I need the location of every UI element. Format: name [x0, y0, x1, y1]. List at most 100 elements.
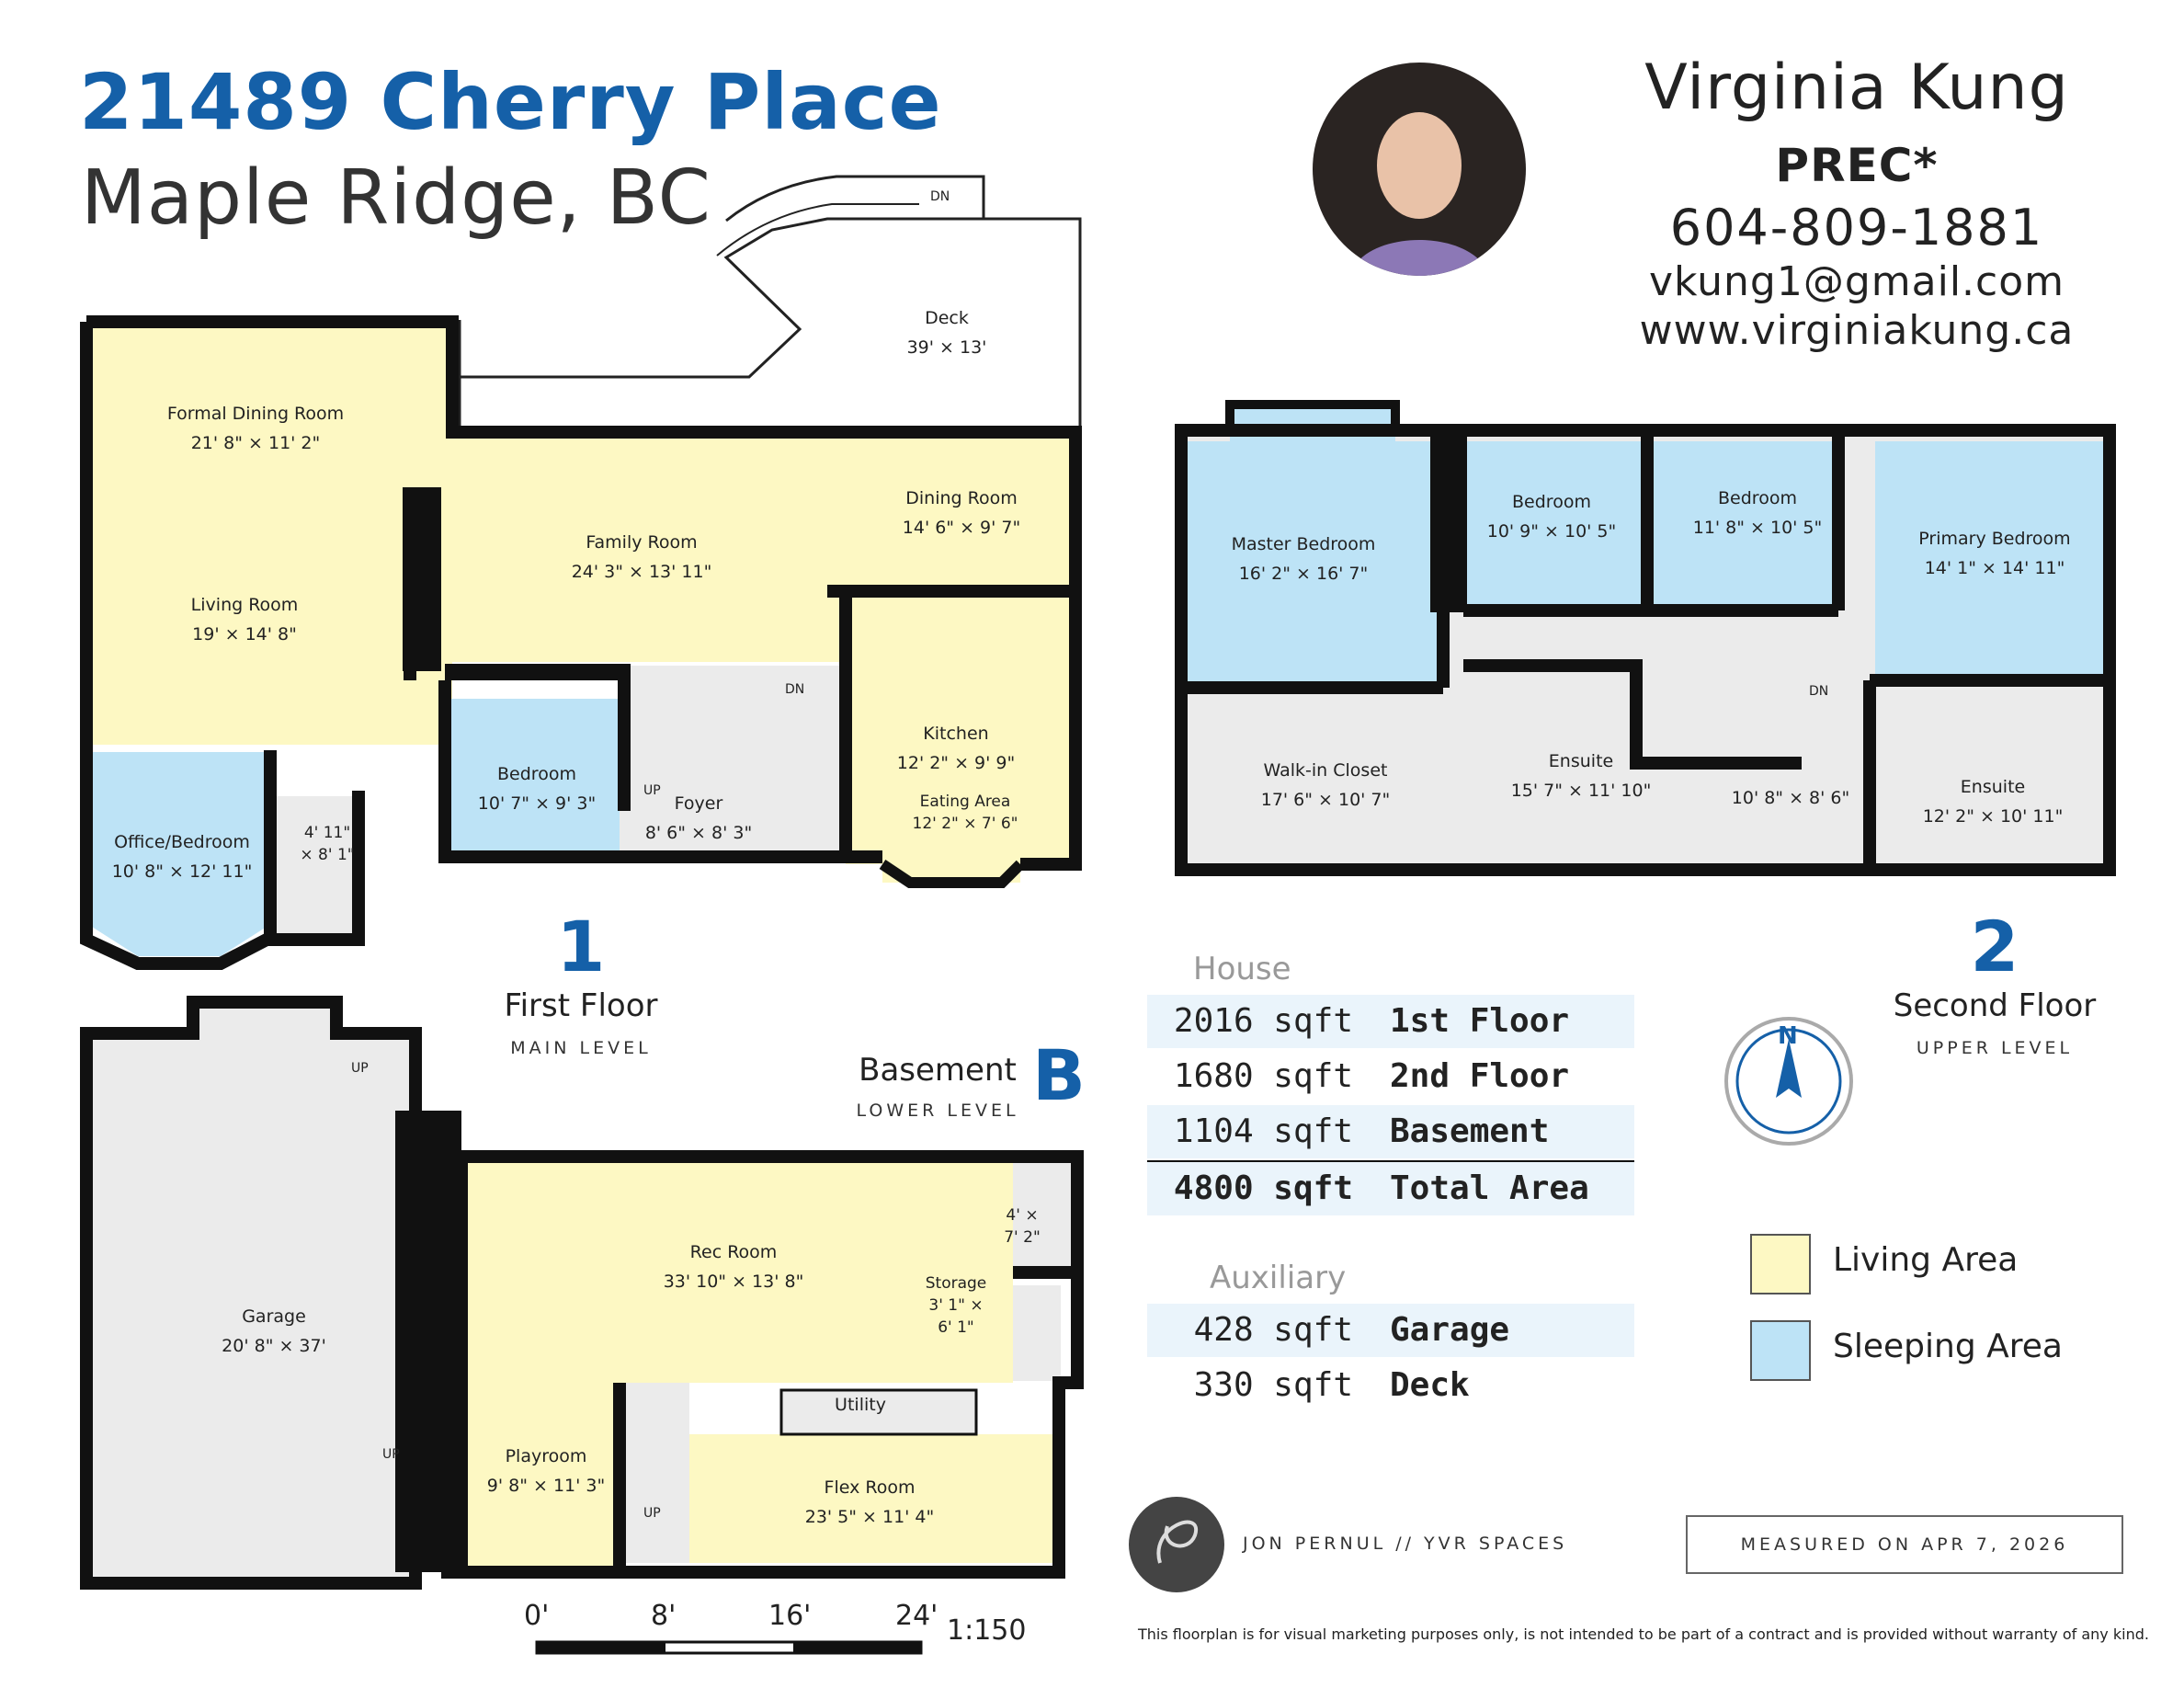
- room-dim: 10' 9" × 10' 5": [1486, 521, 1617, 542]
- second-floor-sub: UPPER LEVEL: [1916, 1038, 2074, 1058]
- stair-up-mark: UP: [643, 1506, 661, 1521]
- room-name: Bedroom: [1512, 492, 1591, 512]
- total-divider: [1147, 1160, 1634, 1163]
- room-dim: 10' 8" × 8' 6": [1731, 788, 1850, 808]
- agent-email[interactable]: vkung1@gmail.com: [1648, 258, 2065, 305]
- room-dim-line1: 3' 1" ×: [928, 1296, 984, 1315]
- room-name: Ensuite: [1548, 751, 1614, 771]
- room-name: Bedroom: [1718, 488, 1797, 508]
- room-name: Walk-in Closet: [1263, 760, 1388, 781]
- legend-living-label: Living Area: [1833, 1241, 2019, 1279]
- stair-up-mark: UP: [643, 783, 661, 798]
- agent-name: Virginia Kung PREC*: [1563, 51, 2151, 197]
- room-dim: 24' 3" × 13' 11": [571, 562, 712, 582]
- room-dim-line2: × 8' 1": [300, 846, 355, 864]
- room-bedroom-upper-b: Bedroom 11' 8" × 10' 5": [1693, 484, 1823, 542]
- room-name: Deck: [925, 308, 969, 328]
- room-eating: Eating Area 12' 2" × 7' 6": [913, 791, 1018, 835]
- room-dim: 8' 6" × 8' 3": [644, 823, 753, 843]
- room-dim: 12' 2" × 9' 9": [896, 753, 1016, 773]
- agent-contact: Virginia Kung PREC* 604-809-1881 vkung1@…: [1563, 51, 2151, 354]
- room-dim: 33' 10" × 13' 8": [663, 1272, 804, 1292]
- room-name: Office/Bedroom: [114, 832, 250, 852]
- agent-phone[interactable]: 604-809-1881: [1669, 199, 2044, 257]
- room-name: Storage: [925, 1274, 987, 1293]
- agent-website[interactable]: www.virginiakung.ca: [1639, 307, 2075, 354]
- room-dim: 20' 8" × 37': [222, 1336, 326, 1356]
- area-label: 1st Floor: [1390, 1002, 1570, 1040]
- room-dim: 16' 2" × 16' 7": [1238, 564, 1369, 584]
- stair-dn-mark: DN: [785, 682, 805, 697]
- room-bedroom-main: Bedroom 10' 7" × 9' 3": [478, 759, 596, 818]
- room-dim: 14' 6" × 9' 7": [902, 518, 1021, 538]
- area-value: 1680 sqft: [1173, 1057, 1353, 1095]
- legend-sleeping-swatch: [1750, 1320, 1811, 1381]
- scale-tick-label: 8': [651, 1600, 677, 1632]
- second-floor-number: 2: [1970, 906, 2019, 987]
- agent-designation: PREC*: [1775, 139, 1939, 192]
- room-name: Playroom: [505, 1446, 587, 1466]
- scale-ratio: 1:150: [947, 1614, 1027, 1647]
- measured-date-box: MEASURED ON APR 7, 2026: [1686, 1515, 2123, 1574]
- first-floor-plan: [80, 175, 1082, 970]
- room-bath-upper: 10' 8" × 8' 6": [1732, 783, 1849, 813]
- basement-sub: LOWER LEVEL: [856, 1101, 1019, 1121]
- room-name: Primary Bedroom: [1918, 529, 2071, 549]
- stair-dn-mark: DN: [1809, 684, 1829, 699]
- room-utility: Utility: [835, 1390, 886, 1420]
- scale-bar: [535, 1640, 923, 1655]
- room-dim: 10' 7" × 9' 3": [477, 793, 597, 814]
- room-name: Bedroom: [497, 764, 576, 784]
- room-dim-line2: 7' 2": [1004, 1228, 1041, 1247]
- room-name: Family Room: [586, 532, 698, 553]
- legend-living-swatch: [1750, 1234, 1811, 1295]
- room-name: Eating Area: [919, 793, 1011, 811]
- room-bath-basement: 4' ×7' 2": [1004, 1204, 1041, 1249]
- room-dim: 23' 5" × 11' 4": [804, 1507, 935, 1527]
- room-name: Kitchen: [923, 724, 989, 744]
- room-name: Dining Room: [905, 488, 1018, 508]
- area-value: 2016 sqft: [1173, 1002, 1353, 1040]
- area-label: 2nd Floor: [1390, 1057, 1570, 1095]
- room-name: Ensuite: [1960, 777, 2026, 797]
- room-dim: 21' 8" × 11' 2": [190, 433, 321, 453]
- second-floor-plan: [1175, 400, 2116, 876]
- room-bedroom-upper-a: Bedroom 10' 9" × 10' 5": [1487, 487, 1617, 546]
- city-address: Maple Ridge, BC: [81, 154, 711, 242]
- scale-tick-label: 0': [524, 1600, 550, 1632]
- room-bath-main: 4' 11"× 8' 1": [300, 822, 354, 866]
- area-label: Total Area: [1390, 1169, 1589, 1207]
- second-floor-name: Second Floor: [1893, 987, 2097, 1024]
- area-value: 1104 sqft: [1173, 1112, 1353, 1150]
- room-name: Garage: [242, 1306, 306, 1327]
- agent-name-text: Virginia Kung: [1644, 51, 2069, 124]
- agent-photo: [1313, 63, 1526, 276]
- stair-dn-mark: DN: [930, 189, 950, 204]
- house-area-heading: House: [1193, 951, 1291, 987]
- room-dim: 12' 2" × 7' 6": [912, 815, 1018, 833]
- room-dim: 11' 8" × 10' 5": [1692, 518, 1823, 538]
- compass-rose: [1724, 1017, 1853, 1146]
- first-floor-name: First Floor: [504, 987, 658, 1024]
- street-address: 21489 Cherry Place: [79, 57, 942, 147]
- room-dim: 10' 8" × 12' 11": [111, 861, 253, 882]
- compass-north-label: N: [1778, 1022, 1798, 1050]
- scale-tick-label: 24': [895, 1600, 938, 1632]
- room-family: Family Room 24' 3" × 13' 11": [572, 528, 712, 587]
